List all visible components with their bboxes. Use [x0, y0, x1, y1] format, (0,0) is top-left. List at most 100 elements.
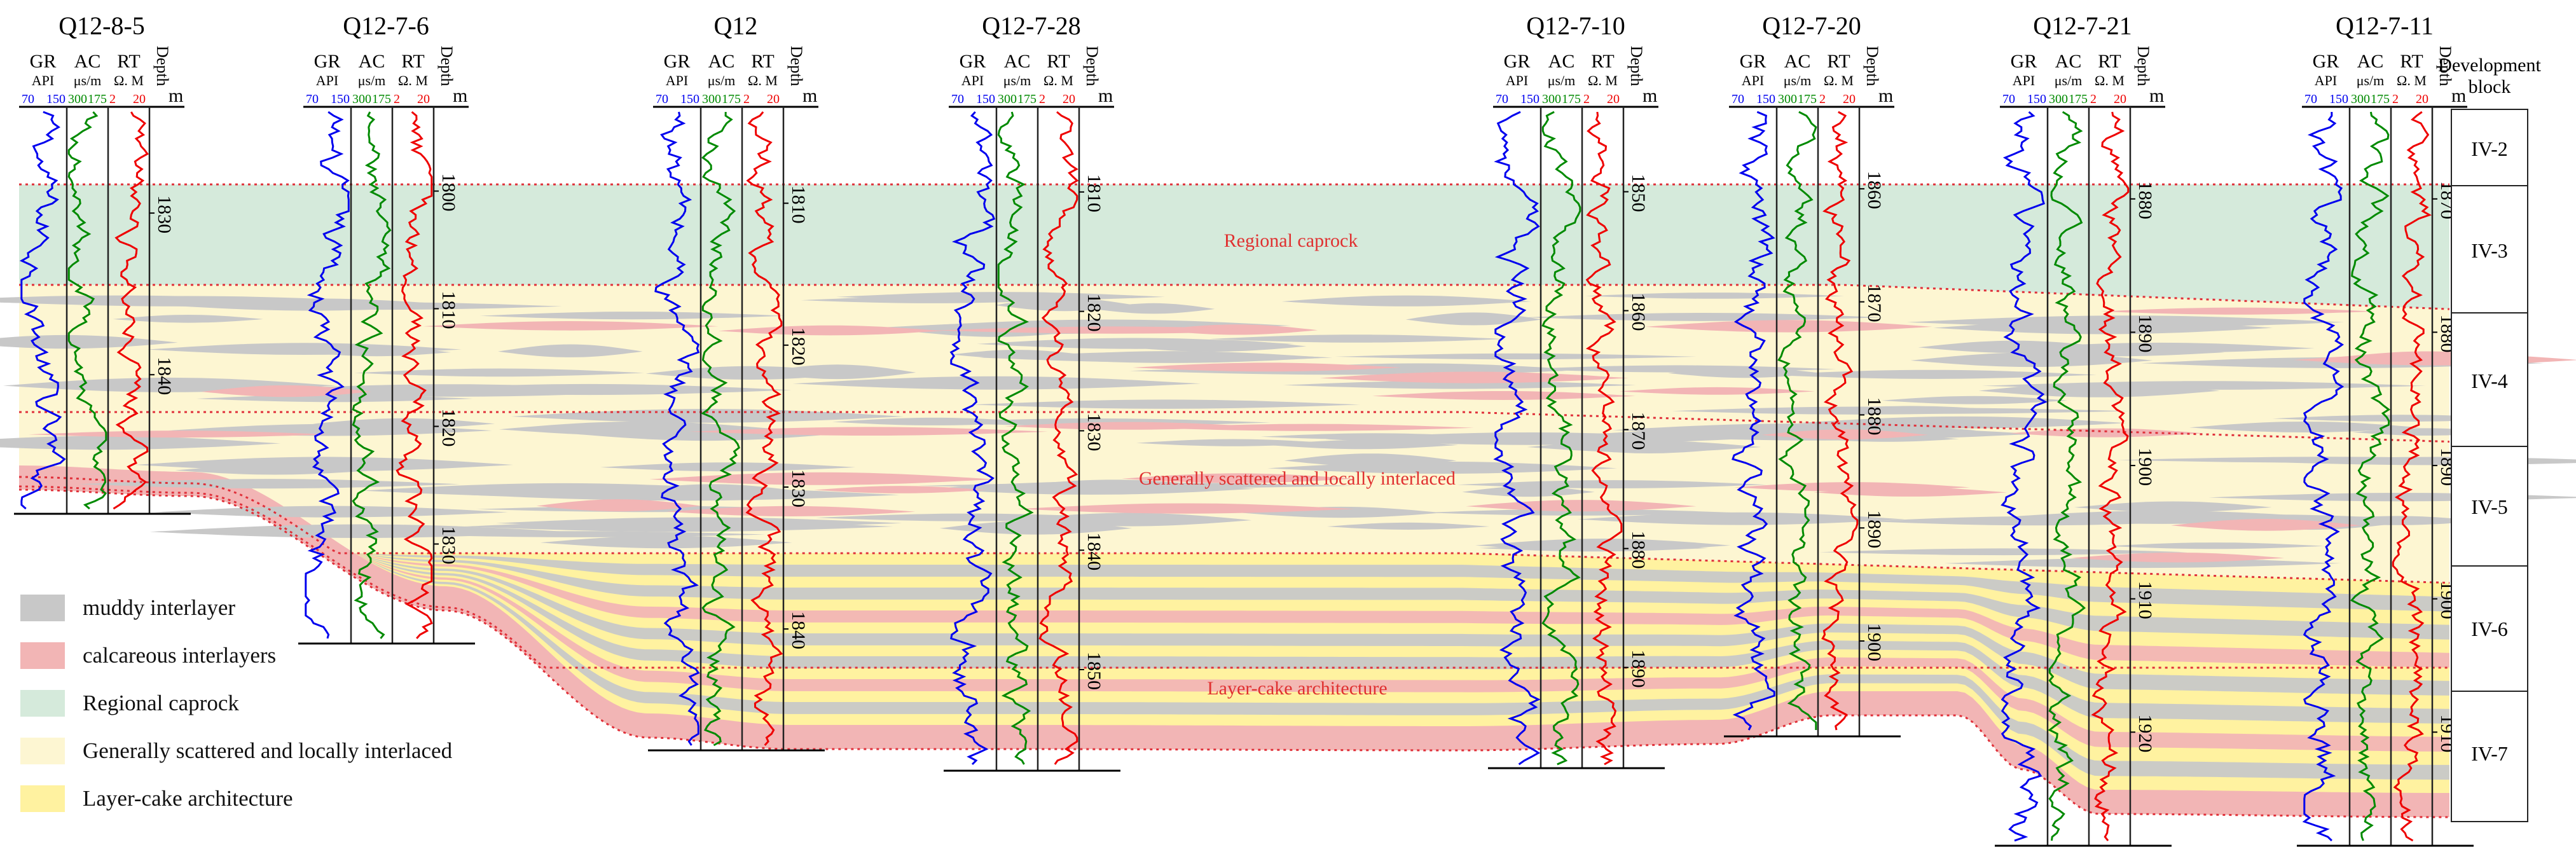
rt-label: RT: [2400, 51, 2423, 72]
gr-unit: API: [961, 72, 984, 88]
depth-tick-label: 1830: [1084, 413, 1105, 451]
ac-label: AC: [708, 51, 735, 72]
depth-tick-label: 1900: [1864, 623, 1885, 661]
rt-label: RT: [751, 51, 775, 72]
ac-curve: [701, 111, 740, 747]
calcareous-lens: [536, 499, 701, 512]
scale-value: 150: [680, 92, 699, 106]
gr-curve: [2302, 111, 2345, 842]
depth-tick-label: 1820: [788, 327, 809, 366]
depth-tick-label: 1870: [1628, 412, 1649, 450]
block-iv-7: IV-7: [2471, 742, 2507, 765]
gr-curve: [1732, 111, 1775, 731]
scattered-annotation: Generally scattered and locally interlac…: [1139, 468, 1456, 489]
rt-unit: Ω. M: [2397, 72, 2427, 88]
muddy-lens: [995, 298, 1135, 312]
depth-tick-label: 1820: [438, 409, 459, 447]
gr-curve: [949, 111, 996, 766]
calcareous-lens: [718, 325, 942, 336]
muddy-lens: [1326, 522, 1490, 530]
depth-tick-label: 1860: [1864, 171, 1885, 209]
legend-swatch-calcareous: [20, 642, 65, 669]
muddy-lens: [2189, 422, 2421, 432]
gr-label: GR: [1504, 51, 1531, 72]
muddy-lens: [1209, 334, 1506, 343]
depth-label: Depth: [437, 46, 456, 86]
scale-value: 2: [2392, 92, 2399, 106]
depth-label: Depth: [153, 46, 172, 86]
scale-value: 175: [1562, 92, 1581, 106]
ac-curve: [352, 111, 392, 639]
muddy-lens: [1764, 369, 2097, 379]
muddy-lens: [354, 368, 644, 377]
ac-curve: [2350, 111, 2391, 841]
rt-label: RT: [117, 51, 141, 72]
ac-unit: μs/m: [1784, 72, 1812, 88]
block-boundary: [18, 488, 2449, 818]
scale-value: 2: [2090, 92, 2097, 106]
rt-unit: Ω. M: [398, 72, 428, 88]
depth-unit: m: [2451, 85, 2466, 106]
muddy-lens: [1281, 295, 1531, 307]
ac-unit: μs/m: [2357, 72, 2385, 88]
calcareous-lens: [1645, 320, 1932, 333]
legend-label-scattered: Generally scattered and locally interlac…: [83, 738, 453, 763]
gr-label: GR: [314, 51, 341, 72]
scale-value: 150: [1520, 92, 1539, 106]
scale-value: 175: [1017, 92, 1037, 106]
scale-value: 300: [352, 92, 371, 106]
scale-value: 300: [2049, 92, 2068, 106]
well-name: Q12: [714, 11, 758, 40]
legend-label-caprock: Regional caprock: [83, 691, 239, 715]
development-block-header-line2: block: [2469, 76, 2511, 97]
scale-value: 70: [656, 92, 668, 106]
rt-curve: [745, 111, 783, 747]
scale-value: 300: [2351, 92, 2370, 106]
muddy-lens: [645, 366, 855, 380]
rt-curve: [113, 111, 149, 510]
rt-curve: [1821, 111, 1859, 731]
scale-value: 150: [2027, 92, 2046, 106]
muddy-lens: [0, 296, 390, 307]
muddy-lens: [1525, 313, 1884, 321]
calcareous-lens: [649, 472, 995, 485]
muddy-lens: [832, 417, 1037, 425]
calcareous-lens: [1133, 362, 1402, 372]
scale-value: 175: [2371, 92, 2390, 106]
ac-curve: [67, 111, 107, 510]
scale-value: 300: [1778, 92, 1797, 106]
depth-tick-label: 1850: [1628, 174, 1649, 212]
scale-value: 70: [1732, 92, 1744, 106]
gr-unit: API: [2013, 72, 2035, 88]
rt-unit: Ω. M: [114, 72, 144, 88]
ac-label: AC: [359, 51, 385, 72]
calcareous-lens: [666, 506, 916, 516]
muddy-lens: [1479, 544, 1709, 552]
depth-label: Depth: [1083, 46, 1101, 86]
muddy-lens: [1577, 512, 1905, 525]
block-iv-2: IV-2: [2471, 137, 2507, 160]
calcareous-lens: [423, 321, 719, 331]
scale-value: 70: [22, 92, 34, 106]
depth-tick-label: 1800: [438, 174, 459, 212]
scale-value: 2: [743, 92, 750, 106]
gr-curve: [19, 111, 66, 510]
depth-label: Depth: [2134, 46, 2152, 86]
scale-value: 2: [1819, 92, 1826, 106]
depth-tick-label: 1810: [438, 291, 459, 329]
depth-tick-label: 1880: [1864, 397, 1885, 435]
scale-value: 20: [1063, 92, 1075, 106]
calcareous-lens: [1122, 473, 1354, 483]
calcareous-lens: [1466, 500, 1697, 512]
development-block-header-line1: Development: [2438, 55, 2541, 76]
gr-unit: API: [1506, 72, 1528, 88]
gr-label: GR: [30, 51, 57, 72]
depth-unit: m: [1878, 85, 1893, 106]
muddy-lens: [1283, 380, 1636, 389]
calcareous-lens: [1319, 371, 1629, 383]
gr-curve: [2001, 111, 2048, 842]
gr-curve: [1493, 111, 1541, 766]
